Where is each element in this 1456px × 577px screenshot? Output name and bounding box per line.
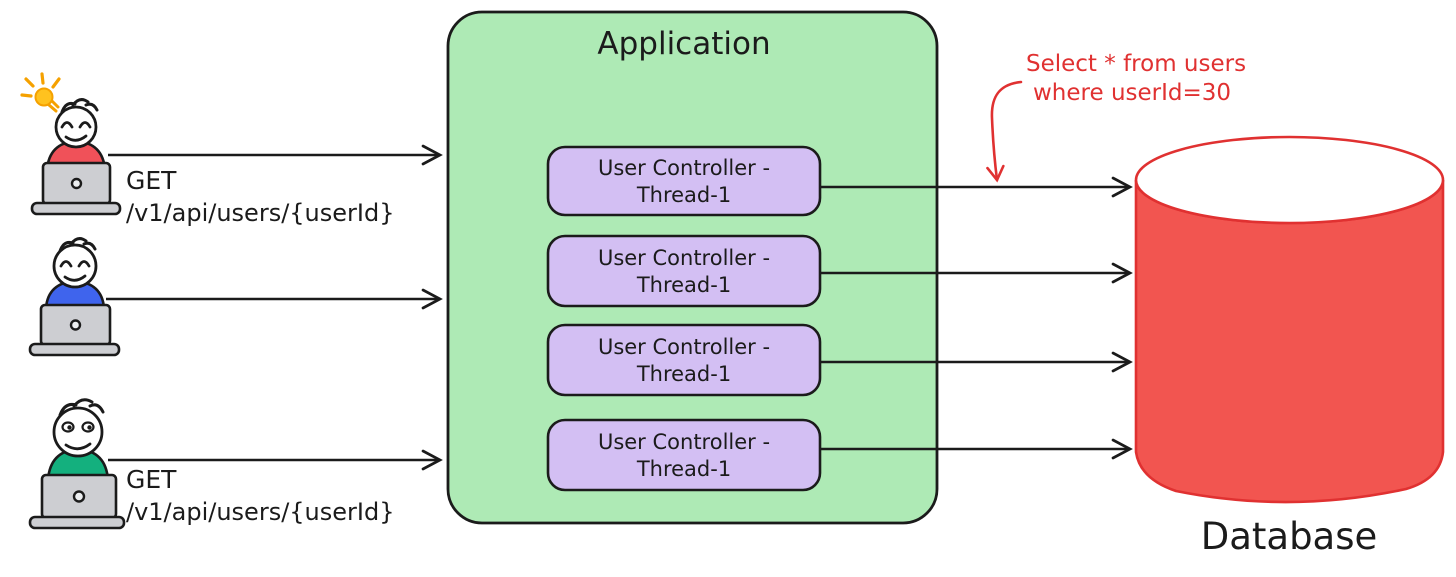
user1-face — [60, 121, 92, 142]
thread-box-label: Thread-1 — [636, 457, 731, 481]
thread-box-label: User Controller - — [598, 430, 770, 454]
database-cylinder — [1134, 135, 1445, 504]
thread-box-3: User Controller - Thread-1 — [546, 323, 822, 397]
thread-box-label: Thread-1 — [636, 183, 731, 207]
user2-avatar — [28, 237, 121, 357]
thread-box-2: User Controller - Thread-1 — [546, 234, 822, 308]
user3-smile — [64, 442, 92, 451]
user3-eyes — [61, 421, 95, 433]
thread-box-4: User Controller - Thread-1 — [546, 418, 822, 492]
user1-avatar — [20, 72, 122, 216]
laptop-icon — [30, 161, 122, 216]
sql-annotation-line2: where userId=30 — [1033, 80, 1231, 106]
request-method-user1: GET — [126, 166, 177, 195]
sql-annotation-line1: Select * from users — [1026, 51, 1246, 77]
thread-box-label: User Controller - — [598, 156, 770, 180]
thread-box-label: User Controller - — [598, 335, 770, 359]
thread-box-label: User Controller - — [598, 246, 770, 270]
request-method-user3: GET — [126, 465, 177, 494]
user2-face — [59, 260, 91, 282]
user1-hair — [60, 98, 99, 114]
application-title: Application — [597, 26, 770, 62]
request-path-user3: /v1/api/users/{userId} — [126, 498, 394, 526]
database-label: Database — [1201, 515, 1378, 558]
laptop-icon — [28, 303, 121, 357]
thread-box-label: Thread-1 — [636, 273, 731, 297]
user3-avatar — [28, 398, 126, 530]
lightbulb-icon — [20, 72, 61, 113]
user2-hair — [58, 237, 97, 253]
request-path-user1: /v1/api/users/{userId} — [126, 199, 394, 227]
user3-hair — [58, 398, 105, 417]
thread-box-label: Thread-1 — [636, 362, 731, 386]
thread-box-1: User Controller - Thread-1 — [546, 145, 822, 217]
database-top-ellipse — [1134, 135, 1445, 225]
laptop-icon — [28, 473, 126, 530]
sql-annotation-arrow — [986, 80, 1023, 183]
